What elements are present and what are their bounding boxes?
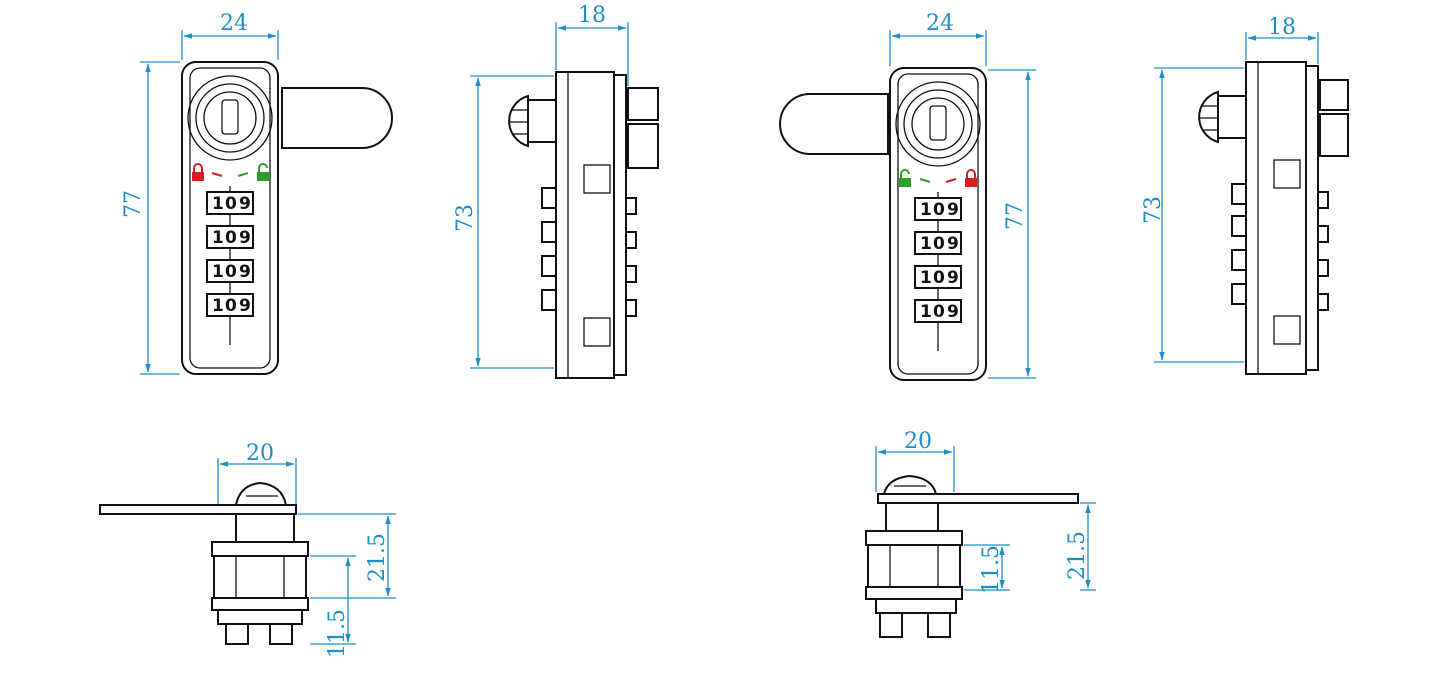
wheel-digit: 0 <box>933 200 945 220</box>
wheel-digit: 9 <box>239 228 251 248</box>
wheel-digit: 1 <box>920 200 932 220</box>
arrow-left-icon <box>919 178 931 183</box>
dim-width-18: 18 <box>578 3 606 28</box>
wheel-digit: 1 <box>920 268 932 288</box>
code-wheels-view1: 1 0 9 1 0 9 1 0 9 1 0 9 <box>206 191 254 317</box>
dim-height-77: 77 <box>121 190 146 218</box>
wheel-digit: 0 <box>933 268 945 288</box>
wheel-digit: 1 <box>920 302 932 322</box>
dim-height-73: 73 <box>453 204 478 232</box>
arrow-right-icon <box>945 178 957 183</box>
wheel-digit: 9 <box>239 262 251 282</box>
dim-width-20: 20 <box>904 429 932 454</box>
top-view-right: 20 11.5 21.5 <box>865 429 1096 638</box>
dim-21-5: 21.5 <box>365 533 390 582</box>
lock-open-icon <box>257 163 269 181</box>
wheel-digit: 0 <box>225 296 237 316</box>
wheel-digit: 9 <box>239 296 251 316</box>
wheel-digit: 9 <box>947 268 959 288</box>
wheel-digit: 0 <box>225 194 237 214</box>
wheel-digit: 1 <box>212 194 224 214</box>
wheel-digit: 1 <box>920 234 932 254</box>
wheel-digit: 0 <box>933 302 945 322</box>
arrow-right-icon <box>237 172 249 177</box>
dim-11-5: 11.5 <box>979 545 1004 594</box>
wheel-digit: 9 <box>947 234 959 254</box>
dim-width-18: 18 <box>1268 15 1296 40</box>
side-view-right: 18 73 <box>1141 15 1349 375</box>
dim-height-73: 73 <box>1141 196 1166 224</box>
code-wheels-view3: 1 0 9 1 0 9 1 0 9 1 0 9 <box>914 197 962 323</box>
side-view-left: 18 73 <box>453 3 659 379</box>
dim-width-24: 24 <box>220 11 248 36</box>
arrow-left-icon <box>211 172 223 177</box>
wheel-digit: 1 <box>212 228 224 248</box>
wheel-digit: 9 <box>239 194 251 214</box>
wheel-digit: 1 <box>212 262 224 282</box>
dim-11-5: 11.5 <box>325 609 350 658</box>
top-view-left: 20 21.5 11.5 <box>99 441 396 658</box>
wheel-digit: 0 <box>933 234 945 254</box>
dim-width-20: 20 <box>246 441 274 466</box>
wheel-digit: 0 <box>225 228 237 248</box>
wheel-digit: 0 <box>225 262 237 282</box>
dim-height-77: 77 <box>1003 202 1028 230</box>
wheel-digit: 9 <box>947 200 959 220</box>
dim-width-24: 24 <box>926 11 954 36</box>
lock-closed-icon <box>965 169 977 187</box>
front-view-right: 1 0 9 1 0 9 1 0 9 1 0 9 24 77 <box>779 11 1036 381</box>
dim-21-5: 21.5 <box>1065 531 1090 580</box>
front-view-left: 1 0 9 1 0 9 1 0 9 1 0 9 24 77 <box>121 11 393 375</box>
lock-closed-icon <box>192 163 204 181</box>
wheel-digit: 9 <box>947 302 959 322</box>
wheel-digit: 1 <box>212 296 224 316</box>
lock-open-icon <box>899 169 911 187</box>
